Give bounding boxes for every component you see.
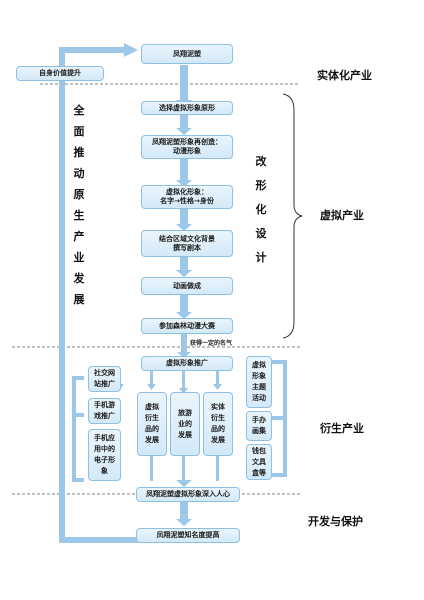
loop-line [59,47,150,543]
contest-box: 参加森林动漫大赛 [141,318,233,334]
category-physical: 实体化产业 [317,69,372,82]
fame-box: 凤翔泥塑知名度提高 [136,528,240,543]
category-virtual: 虚拟产业 [320,209,364,222]
category-development: 开发与保护 [308,515,363,528]
loop-arrowhead [124,43,138,57]
mobile-game-box: 手机游 戏推广 [88,398,121,424]
recreate-box: 凤翔泥塑形象再创造： 动漫形象 [141,135,233,159]
popularity-note: 获得一定的名气 [190,340,233,347]
self-value-box: 自身价值提升 [16,66,104,81]
category-derivative: 衍生产业 [320,422,364,435]
right-sub-bracket [272,360,287,477]
script-box: 结合区域文化背景 撰写剧本 [141,230,233,257]
choose-prototype-box: 选择虚拟形象原形 [141,101,233,115]
tourism-box: 旅游 业的 发展 [170,392,200,456]
virtualize-box: 虚拟化形象： 名字→性格→身份 [141,185,233,209]
main-flow-arrows [176,65,192,358]
redesign-brace [282,93,303,339]
virtual-derivative-box: 虚拟 衍生 品的 发展 [137,392,167,456]
left-sub-bracket [72,376,84,482]
mobile-app-box: 手机应 用中的 电子形 象 [88,429,121,481]
figures-box: 手办 画集 [246,411,272,441]
redesign-vertical-label: 改 形 化 设 计 [255,155,267,264]
theme-activity-box: 虚拟 形象 主题 活动 [246,356,272,408]
promote-vertical-label: 全 面 推 动 原 生 产 业 发 展 [73,104,85,306]
promotion-box: 虚拟形象推广 [141,356,233,371]
converge-arrows [150,455,219,526]
feedback-loop [59,43,150,543]
deep-box: 凤翔泥塑虚拟形象深入人心 [136,487,240,502]
wallet-box: 钱包 文具 盒等 [246,444,272,480]
social-box: 社交网 站推广 [88,366,121,392]
fengxiang-box: 凤翔泥塑 [141,44,233,64]
promotion-branch-arrows [115,370,256,394]
physical-derivative-box: 实体 衍生 品的 发展 [203,392,233,456]
animation-box: 动画做成 [141,277,233,295]
